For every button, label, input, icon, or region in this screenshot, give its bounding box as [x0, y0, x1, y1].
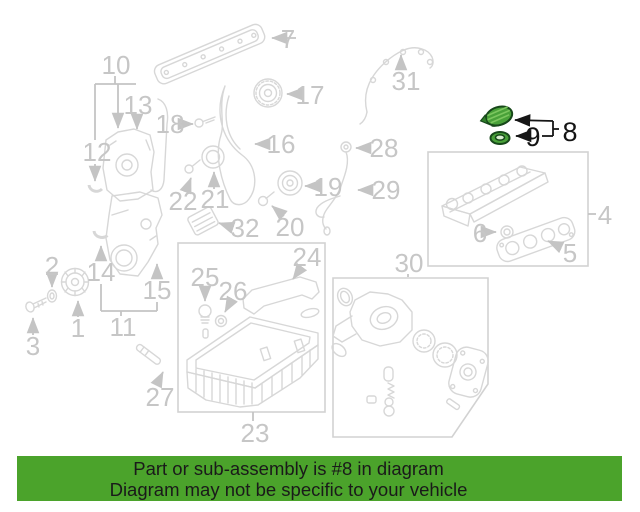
part-label-26: 26: [219, 276, 248, 306]
valve-cover-gasket-lower: [496, 216, 576, 263]
rear-plate-gasket: [359, 47, 434, 125]
part-label-32: 32: [231, 213, 260, 243]
part-label-28: 28: [370, 133, 399, 163]
tensioner-bolt: [194, 116, 216, 128]
valve-cover-gasket: [153, 23, 266, 85]
pulley-washer: [46, 289, 58, 303]
valve-cover: [441, 165, 549, 227]
part-label-18: 18: [156, 109, 185, 139]
part-label-24: 24: [293, 242, 322, 272]
oil-pump-assembly: [331, 287, 489, 417]
part-label-11: 11: [110, 312, 137, 342]
part-label-29: 29: [372, 175, 401, 205]
oil-pan-gasket: [242, 276, 320, 319]
half-moon-seal-lower: [92, 230, 109, 239]
part-label-19: 19: [314, 172, 343, 202]
crankshaft-pulley: [60, 267, 90, 297]
part-label-23: 23: [241, 418, 270, 448]
part-label-16: 16: [267, 129, 296, 159]
part-label-21: 21: [201, 184, 230, 214]
tensioner-pivot-bolt: [184, 159, 201, 174]
crankshaft-bolt: [25, 297, 47, 313]
cover-side-gasket: [150, 98, 169, 193]
part-label-6: 6: [473, 218, 487, 248]
part-label-5: 5: [563, 238, 577, 268]
part-label-30: 30: [395, 248, 424, 278]
part-label-8: 8: [562, 117, 577, 147]
part-label-17: 17: [296, 80, 325, 110]
oil-pump-subassembly-box: [332, 277, 489, 438]
half-moon-seal-upper: [87, 184, 104, 193]
part-label-7: 7: [281, 24, 295, 54]
drain-plug-gasket: [214, 314, 228, 328]
part-label-15: 15: [143, 275, 172, 305]
engine-parts-diagram: 1234567891011121314151617181920212223242…: [25, 23, 612, 448]
highlight-callout: [514, 114, 559, 143]
banner-note-line2: Diagram may not be specific to your vehi…: [109, 478, 468, 500]
timing-belt: [217, 85, 256, 206]
part-label-31: 31: [392, 66, 421, 96]
part-number-labels: 1234567891011121314151617181920212223242…: [26, 24, 612, 448]
oil-dipstick: [315, 141, 352, 236]
upper-timing-cover: [102, 128, 155, 202]
oil-pan: [186, 316, 319, 408]
part-label-10: 10: [102, 50, 131, 80]
idler-bolt: [257, 191, 275, 207]
part-label-25: 25: [191, 262, 220, 292]
part-label-4: 4: [598, 200, 612, 230]
part-label-14: 14: [87, 257, 116, 287]
part-label-2: 2: [45, 251, 59, 281]
diagram-note-banner: Part or sub-assembly is #8 in diagram Di…: [17, 456, 622, 501]
part-label-22: 22: [169, 186, 198, 216]
dowel-stud: [135, 343, 162, 365]
banner-note-line1: Part or sub-assembly is #8 in diagram: [133, 457, 444, 479]
filler-cap-gasket: [489, 131, 511, 145]
belt-tensioner: [201, 145, 225, 169]
part-label-12: 12: [83, 137, 112, 167]
part-label-3: 3: [26, 331, 40, 361]
part-label-1: 1: [71, 313, 85, 343]
oil-filler-cap: [479, 105, 514, 127]
camshaft-sprocket: [253, 78, 283, 108]
part-label-13: 13: [124, 90, 153, 120]
part-label-20: 20: [276, 212, 305, 242]
part-label-27: 27: [146, 382, 175, 412]
idler-pulley: [277, 170, 303, 196]
oil-filter: [187, 206, 219, 236]
oil-drain-plug: [198, 304, 212, 339]
part-label-9: 9: [525, 122, 540, 152]
leader-lines: [26, 31, 596, 421]
